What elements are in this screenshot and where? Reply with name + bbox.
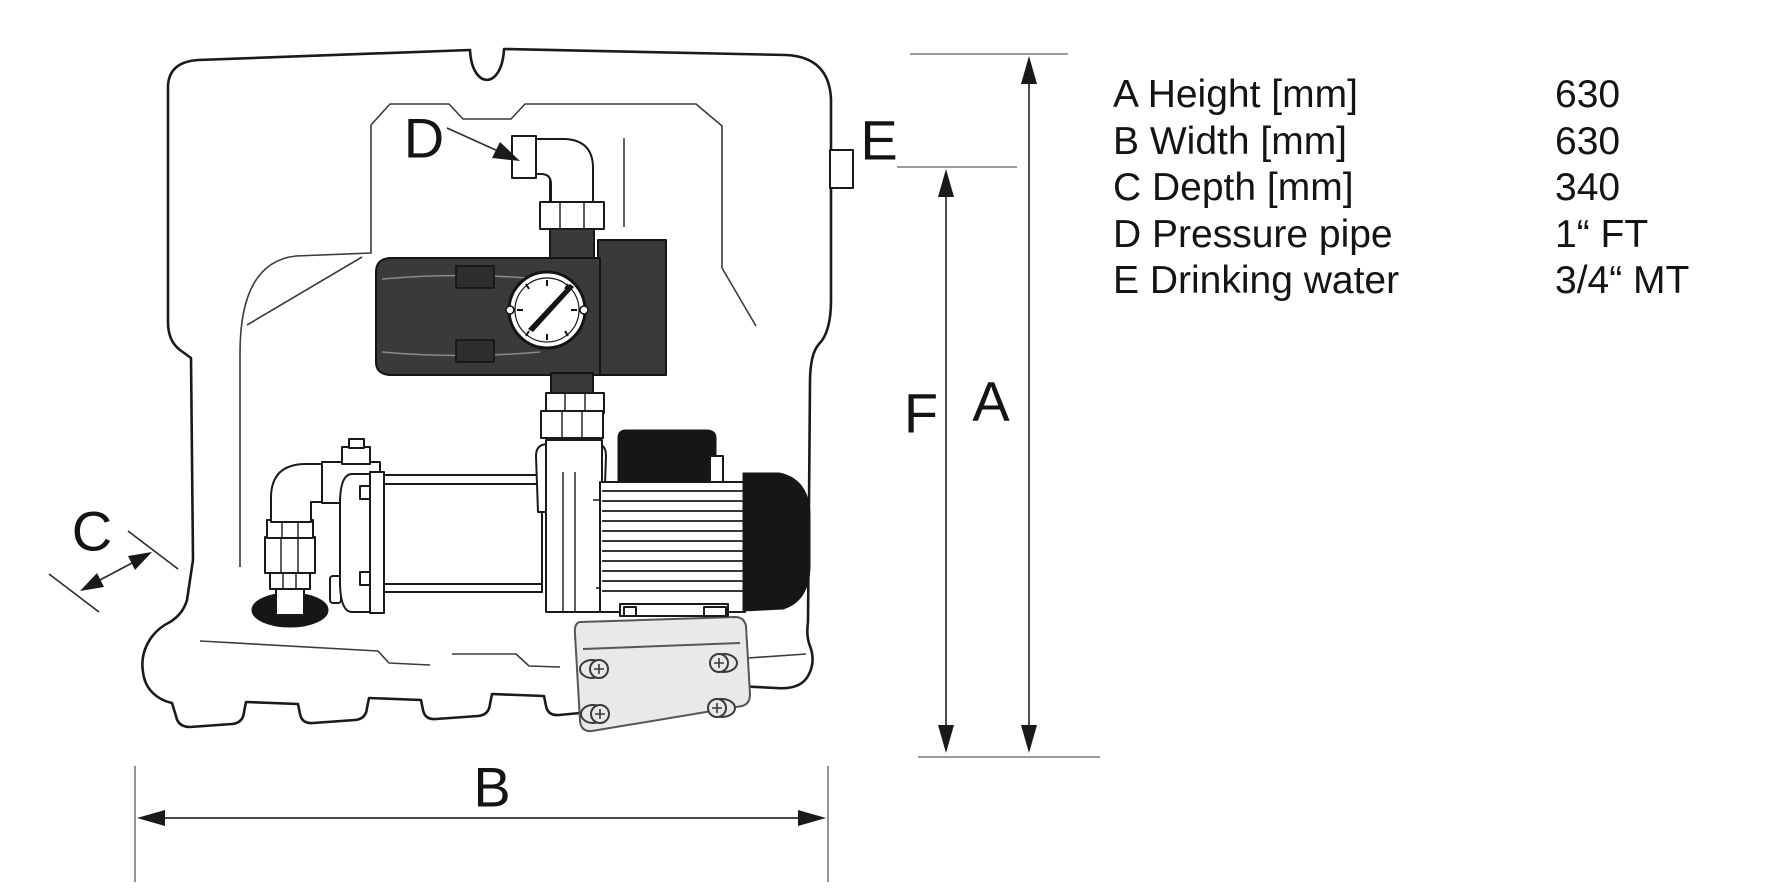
terminal-box — [617, 429, 717, 483]
legend-label: A Height [mm] — [1113, 73, 1358, 116]
label-d: D — [404, 107, 444, 170]
dimension-a — [910, 53, 1100, 758]
legend-label: B Width [mm] — [1113, 119, 1348, 163]
legend-row-d: D Pressure pipe 1“ FT — [1113, 212, 1689, 259]
annotation-d-arrow — [446, 127, 520, 161]
platform-edge-right — [747, 653, 807, 659]
suction-elbow — [270, 463, 325, 523]
suction-stub — [275, 587, 305, 616]
legend-row-b: B Width [mm] 630 — [1113, 119, 1689, 166]
legend-value: 630 — [1555, 119, 1621, 163]
terminal-box-slot — [709, 455, 724, 483]
gauge-needle — [528, 284, 574, 332]
platform-edge-left — [199, 640, 431, 666]
motor-foot — [619, 603, 729, 617]
pressure-controller — [375, 225, 667, 439]
legend-row-c: C Depth [mm] 340 — [1113, 165, 1689, 212]
label-f: F — [904, 382, 938, 445]
crease-line — [246, 256, 363, 326]
dimension-c — [48, 530, 179, 613]
motor-fins — [602, 490, 743, 592]
dimension-b — [134, 766, 829, 882]
pump — [329, 439, 626, 614]
pump-flange-left — [369, 471, 385, 614]
legend-row-a: A Height [mm] 630 — [1113, 72, 1689, 119]
pressure-pipe-elbow — [511, 135, 605, 230]
legend-label: C Depth [mm] — [1113, 166, 1354, 209]
legend-row-e: E Drinking water 3/4“ MT — [1113, 258, 1689, 305]
legend-value: 1“ FT — [1555, 212, 1649, 256]
label-b: B — [473, 756, 510, 819]
discharge-hex-2 — [540, 410, 604, 439]
suction-coupling — [264, 536, 316, 574]
suction-hex-lower — [269, 571, 311, 590]
drinking-water-connector — [829, 149, 854, 189]
controller-top-collar — [549, 225, 595, 261]
tank-inner-contours — [199, 103, 807, 668]
elbow-hex-nut — [539, 201, 605, 230]
motor — [599, 429, 811, 617]
legend-label: E Drinking water — [1113, 259, 1400, 302]
fan-cover — [742, 472, 811, 612]
gauge-ticks — [517, 280, 577, 340]
label-e: E — [860, 109, 897, 172]
vent-cap — [341, 446, 371, 465]
controller-head — [597, 239, 667, 376]
plate-screws — [579, 653, 738, 724]
base-plate — [573, 615, 752, 733]
platform-edge-middle — [452, 653, 561, 668]
controller-bottom-collar — [550, 372, 594, 396]
controller-clamp-bottom — [455, 339, 495, 363]
legend-value: 630 — [1555, 73, 1621, 116]
tie-rod-bottom — [383, 583, 543, 593]
controller-clamp-top — [455, 265, 495, 289]
label-a: A — [972, 370, 1010, 433]
pressure-gauge — [505, 270, 589, 350]
label-c: C — [72, 500, 112, 563]
tie-rod-top — [383, 474, 543, 485]
pump-discharge-column — [545, 439, 603, 613]
vent-cap-top — [348, 438, 365, 449]
legend-value: 340 — [1555, 166, 1621, 209]
legend-label: D Pressure pipe — [1113, 212, 1393, 256]
legend-value: 3/4“ MT — [1555, 259, 1690, 302]
legend-table: A Height [mm] 630 B Width [mm] 630 C Dep… — [1113, 72, 1689, 305]
dimension-f — [897, 166, 1017, 753]
pump-barrel — [383, 482, 543, 593]
